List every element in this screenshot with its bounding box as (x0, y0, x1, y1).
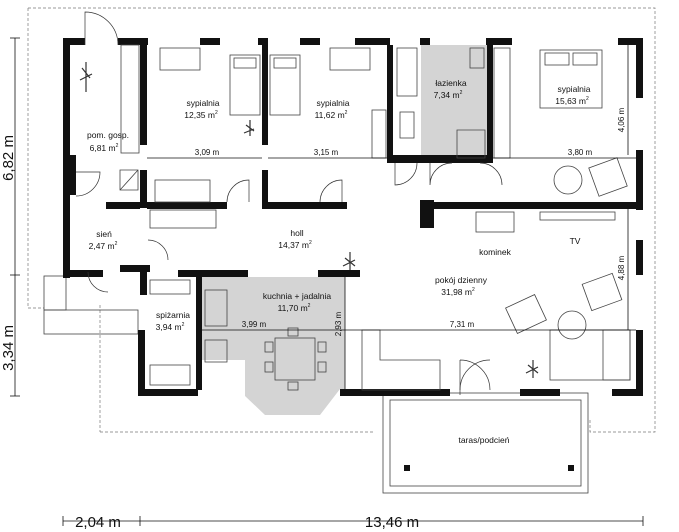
roof-outline (27, 7, 656, 433)
spizarnia-name: spiżarnia (156, 310, 190, 320)
kominek-label: kominek (479, 247, 511, 257)
outer-204: 2,04 m (75, 514, 121, 531)
pom-gosp-name: pom. gosp. (87, 130, 129, 140)
walls (63, 38, 643, 396)
interior-dimensions (147, 45, 636, 389)
dim-380: 3,80 m (568, 148, 593, 157)
outer-1346: 13,46 m (365, 514, 419, 531)
dim-399: 3,99 m (242, 320, 267, 329)
pokoj-dzienny-area: 31,98 m2 (441, 287, 475, 297)
sypialnia-1-name: sypialnia (186, 98, 219, 108)
dim-309: 3,09 m (195, 148, 220, 157)
lazienka-name: łazienka (435, 78, 466, 88)
bathroom-floor (421, 45, 487, 155)
dim-315: 3,15 m (314, 148, 339, 157)
room-labels: pom. gosp. 6,81 m2 sypialnia 12,35 m2 sy… (87, 78, 591, 332)
furniture (79, 44, 631, 391)
tv-label: TV (570, 236, 581, 246)
dim-731: 7,31 m (450, 320, 475, 329)
sien-area: 2,47 m2 (89, 241, 118, 251)
lazienka-area: 7,34 m2 (434, 90, 463, 100)
outer-dimension-labels: 6,82 m 3,34 m 2,04 m 13,46 m (0, 135, 419, 531)
kitchen-floor (202, 277, 345, 415)
sien-name: sień (96, 229, 112, 239)
holl-name: holl (290, 228, 303, 238)
dim-406: 4,06 m (617, 107, 626, 132)
outer-682: 6,82 m (0, 135, 17, 181)
sypialnia-3-name: sypialnia (557, 84, 590, 94)
doors (75, 11, 503, 395)
sypialnia-2-area: 11,62 m2 (315, 110, 348, 120)
dimension-labels: 3,09 m 3,15 m 3,80 m 4,06 m 4,88 m 3,99 … (195, 107, 626, 336)
sypialnia-1-area: 12,35 m2 (184, 110, 218, 120)
dim-293: 2,93 m (334, 311, 343, 336)
taras-label: taras/podcień (458, 435, 509, 445)
pom-gosp-area: 6,81 m2 (90, 143, 119, 153)
pokoj-dzienny-name: pokój dzienny (435, 275, 488, 285)
kuchnia-area: 11,70 m2 (278, 303, 311, 313)
holl-area: 14,37 m2 (278, 240, 312, 250)
exterior-dimensions (10, 37, 644, 526)
sypialnia-2-name: sypialnia (316, 98, 349, 108)
terrace: taras/podcień (382, 392, 589, 494)
outer-334: 3,34 m (0, 325, 17, 371)
sypialnia-3-area: 15,63 m2 (555, 96, 589, 106)
spizarnia-area: 3,94 m2 (156, 322, 185, 332)
dim-488: 4,88 m (617, 255, 626, 280)
entrance-porch (43, 275, 139, 335)
kuchnia-name: kuchnia + jadalnia (263, 291, 332, 301)
